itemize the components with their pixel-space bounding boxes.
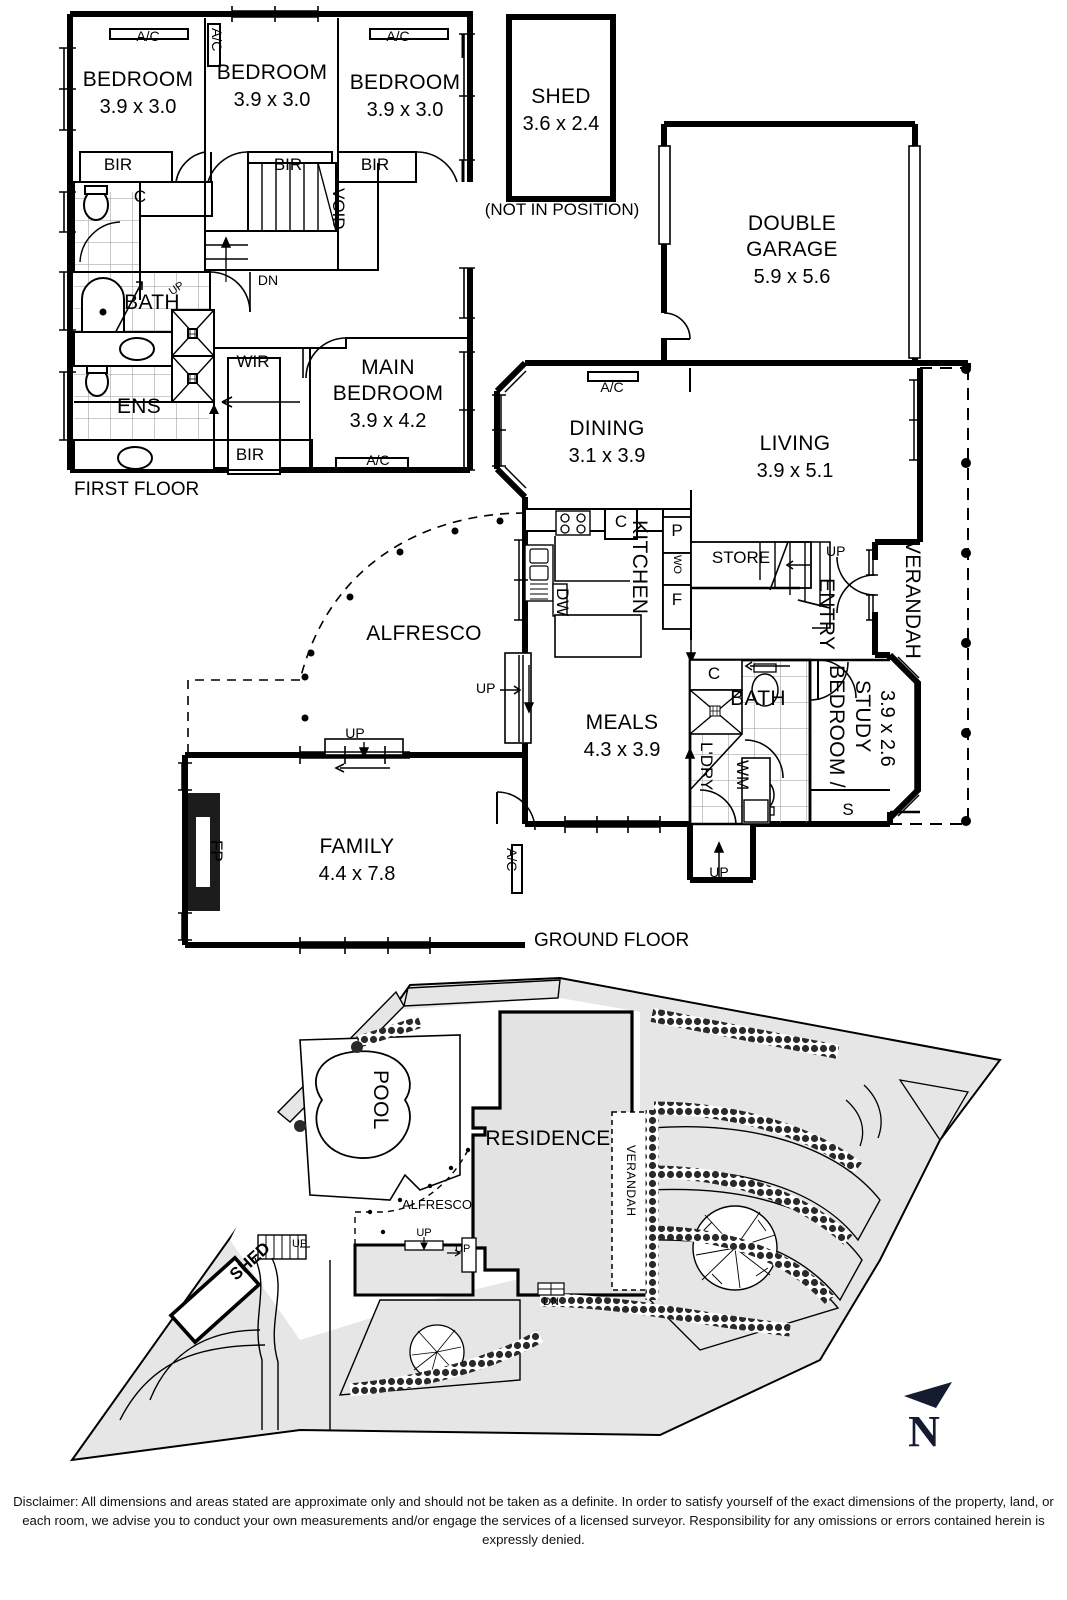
room-label-bedroom-3: BEDROOM (349, 71, 461, 94)
ground-floor-label: GROUND FLOOR (534, 930, 690, 951)
room-label-bedroom-1: BEDROOM (82, 68, 194, 91)
washing-machine-label-wm: WM (733, 760, 752, 791)
room-label-laundry: L'DRY (697, 742, 716, 791)
shed-plan (506, 14, 616, 202)
wall-oven-label-wo: WO (671, 555, 683, 574)
ac-label-4: A/C (366, 452, 390, 468)
dn-label-first: DN (257, 272, 279, 288)
site-up-label-3: UP (292, 1238, 308, 1250)
closet-label-bath-c: C (707, 664, 721, 683)
closet-label-c: C (133, 187, 147, 206)
site-label-pool: POOL (369, 1070, 392, 1130)
room-label-verandah: VERANDAH (901, 540, 924, 660)
room-dim-family: 4.4 x 7.8 (318, 863, 396, 885)
ac-label-ground-1: A/C (600, 379, 624, 395)
room-label-garage-l1: DOUBLE (747, 212, 837, 235)
first-floor-plan (59, 6, 475, 475)
room-label-main-bedroom-l1: MAIN (361, 356, 415, 379)
ac-label-1: A/C (136, 28, 160, 44)
bir-label-3: BIR (360, 155, 390, 174)
room-label-meals: MEALS (585, 711, 659, 734)
site-label-alfresco: ALFRESCO (401, 1197, 473, 1212)
dishwasher-label-dw: DW (553, 588, 572, 617)
pantry-label-p: P (671, 521, 683, 540)
site-up-label-1: UP (455, 1243, 471, 1255)
site-dn-label: DN (543, 1296, 559, 1308)
bir-label-2: BIR (273, 155, 303, 174)
ground-floor-plan (178, 121, 971, 954)
room-label-study-l2: STUDY (851, 680, 874, 753)
room-label-dining: DINING (569, 417, 645, 440)
room-label-kitchen: KITCHEN (628, 520, 651, 615)
up-label-family: UP (345, 725, 365, 741)
shed-dim: 3.6 x 2.4 (522, 113, 600, 135)
room-label-main-bedroom-l2: BEDROOM (332, 382, 444, 405)
shed-label: SHED (531, 85, 591, 108)
ac-label-3: A/C (386, 28, 410, 44)
fridge-label-f: F (671, 590, 683, 609)
svg-text:N: N (908, 1407, 940, 1454)
room-dim-dining: 3.1 x 3.9 (568, 445, 646, 467)
room-label-store: STORE (711, 548, 771, 567)
room-label-ens: ENS (116, 395, 162, 418)
room-dim-living: 3.9 x 5.1 (756, 460, 834, 482)
room-label-entry: ENTRY (815, 578, 838, 651)
fireplace-label-fp: FP (207, 840, 226, 862)
up-label-laundry: UP (709, 864, 729, 880)
shelf-label-s: S (842, 800, 854, 819)
room-label-family: FAMILY (319, 835, 395, 858)
compass-north-icon: N (904, 1382, 952, 1454)
room-label-garage-l2: GARAGE (746, 238, 838, 261)
up-label-stairs: UP (826, 543, 846, 559)
room-dim-bedroom-1: 3.9 x 3.0 (99, 96, 177, 118)
room-label-void: VOID (329, 188, 348, 230)
ac-label-ground-2: A/C (504, 848, 520, 872)
room-label-study-l1: BEDROOM / (825, 665, 848, 788)
room-dim-bedroom-2: 3.9 x 3.0 (233, 89, 311, 111)
closet-label-kitchen-c: C (614, 512, 628, 531)
ac-label-2: A/C (209, 28, 225, 52)
room-dim-meals: 4.3 x 3.9 (583, 739, 661, 761)
disclaimer-text: Disclaimer: All dimensions and areas sta… (13, 1494, 1054, 1548)
site-up-label-2: UP (416, 1227, 432, 1239)
room-label-wir: WIR (236, 352, 270, 371)
room-dim-bedroom-3: 3.9 x 3.0 (366, 99, 444, 121)
first-floor-label: FIRST FLOOR (74, 479, 200, 500)
bir-label-4: BIR (235, 445, 265, 464)
room-label-bedroom-2: BEDROOM (216, 61, 328, 84)
room-label-bath-ground: BATH (730, 687, 786, 710)
up-label-meals: UP (476, 680, 496, 696)
shed-note: (NOT IN POSITION) (484, 200, 640, 219)
site-label-residence: RESIDENCE (485, 1127, 611, 1150)
room-dim-main-bedroom: 3.9 x 4.2 (349, 410, 427, 432)
bir-label-1: BIR (103, 155, 133, 174)
room-label-bath-upper: BATH (124, 291, 180, 314)
room-label-living: LIVING (759, 432, 831, 455)
room-dim-garage: 5.9 x 5.6 (753, 266, 831, 288)
site-plan (69, 976, 1002, 1462)
room-dim-study: 3.9 x 2.6 (876, 690, 898, 767)
room-label-alfresco: ALFRESCO (366, 622, 482, 645)
site-label-verandah: VERANDAH (624, 1145, 638, 1217)
